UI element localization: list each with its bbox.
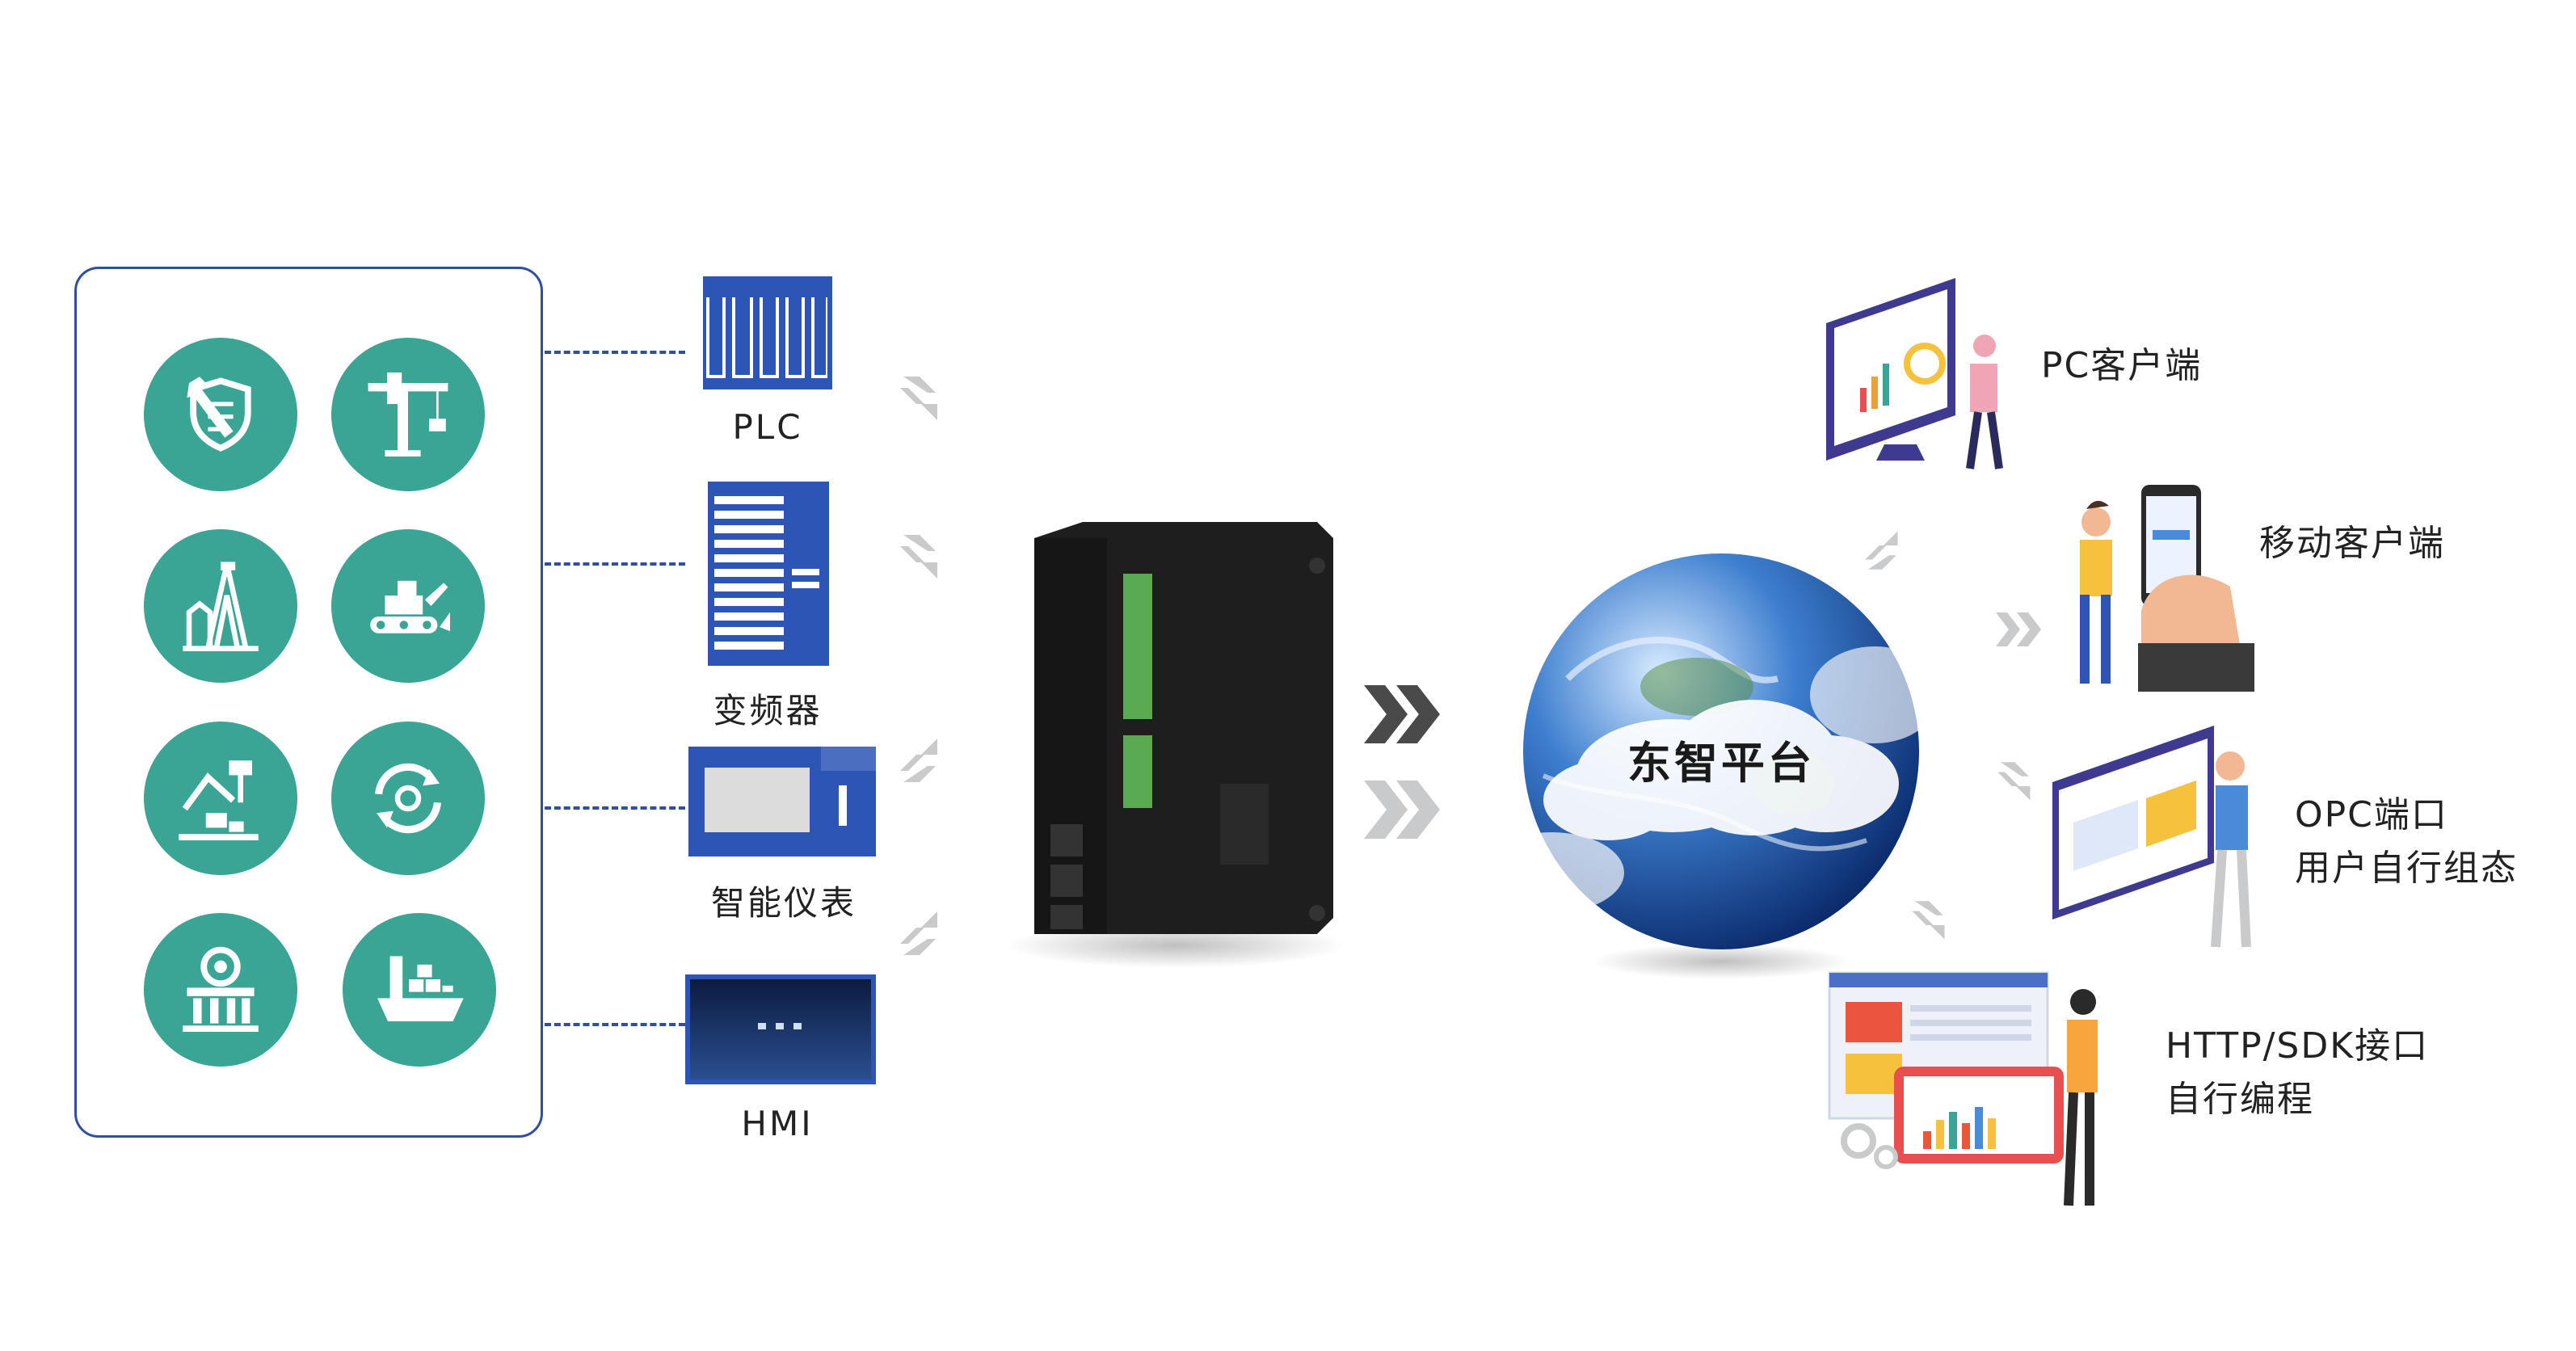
platform-label: 东智平台: [1627, 738, 1815, 789]
platform-globe: [1454, 553, 1939, 979]
arrow-right-2: [1364, 781, 1440, 839]
opc-line1: OPC端口: [2295, 794, 2448, 835]
opc-line2: 用户自行组态: [2295, 848, 2518, 889]
device-label-plc: PLC: [732, 407, 803, 447]
arrow-right-1: [1364, 685, 1440, 743]
mobile-client-illustration: [2080, 485, 2254, 692]
http-sdk-illustration: [1828, 971, 2098, 1206]
arrow-down-right-4: [1905, 901, 1945, 940]
power-plant-icon: [144, 913, 297, 1067]
opc-client-illustration: [2052, 726, 2251, 948]
client-label-http: HTTP/SDK接口自行编程: [2166, 1020, 2429, 1126]
device-label-inverter: 变频器: [713, 691, 823, 730]
cargo-ship-icon: [343, 913, 496, 1067]
arrow-down-right-1: [892, 377, 937, 420]
connector-hmi: [545, 1023, 685, 1026]
plc-icon: [703, 276, 832, 389]
recycle-gear-icon: [331, 722, 485, 875]
arrow-up-right-3: [1858, 531, 1898, 570]
arrow-right-3: [1996, 612, 2041, 646]
connector-plc: [545, 351, 685, 354]
arrow-down-right-3: [1990, 762, 2031, 801]
client-label-pc: PC客户端: [2041, 345, 2203, 386]
excavator-icon: [144, 722, 297, 875]
oil-derrick-icon: [144, 529, 297, 683]
device-label-meter: 智能仪表: [710, 883, 857, 923]
connector-inverter: [545, 562, 685, 566]
security-tools-icon: [144, 338, 297, 491]
pc-client-illustration: [1826, 278, 2003, 469]
client-label-mobile: 移动客户端: [2259, 523, 2445, 564]
gateway-device: [1006, 522, 1345, 968]
client-label-opc: OPC端口用户自行组态: [2295, 789, 2518, 895]
arrow-up-right-2: [892, 911, 937, 955]
http-line2: 自行编程: [2166, 1079, 2314, 1120]
inverter-icon: [708, 482, 829, 666]
device-label-hmi: HMI: [741, 1104, 814, 1143]
smart-meter-icon: [688, 747, 876, 856]
bulldozer-icon: [331, 529, 485, 683]
crane-icon: [331, 338, 485, 491]
connector-meter: [545, 806, 685, 810]
arrow-down-right-2: [892, 535, 937, 579]
industry-panel: [74, 267, 543, 1138]
hmi-screen-icon: [685, 974, 876, 1084]
arrow-up-right-1: [892, 739, 937, 782]
http-line1: HTTP/SDK接口: [2166, 1025, 2430, 1067]
